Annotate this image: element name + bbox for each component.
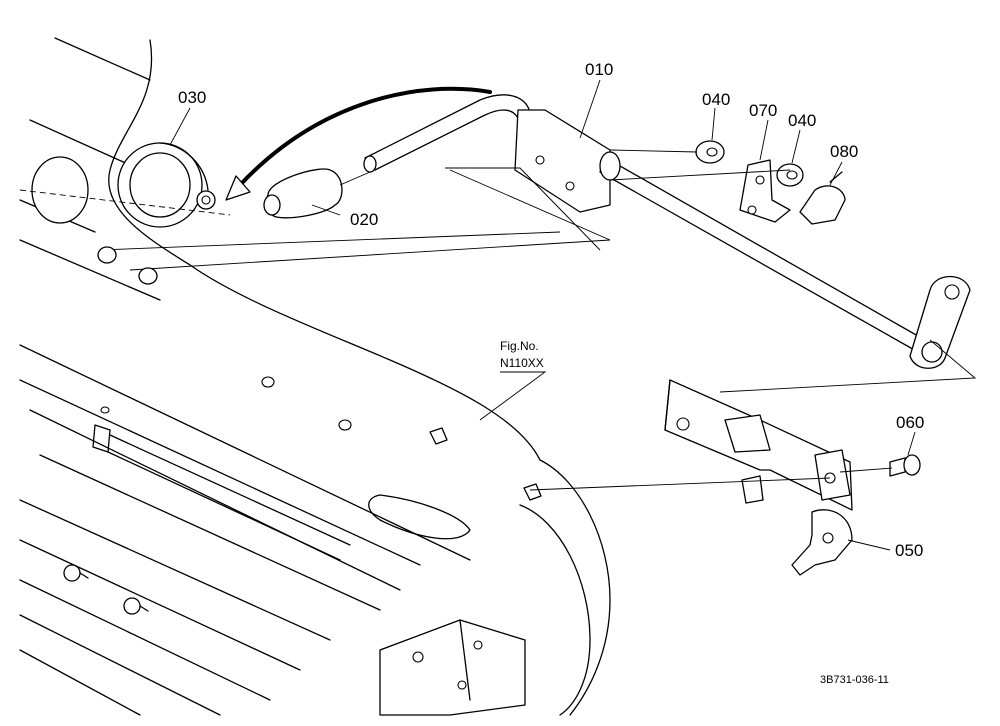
label-070: 070 xyxy=(749,101,777,120)
callout-labels: 010 020 030 040 070 040 080 060 050 Fig.… xyxy=(178,60,924,686)
part-040-washer-b xyxy=(776,163,804,187)
label-010: 010 xyxy=(585,60,613,79)
label-060: 060 xyxy=(896,413,924,432)
part-020-grip xyxy=(263,168,371,219)
label-050: 050 xyxy=(895,541,923,560)
rotation-arrow xyxy=(225,86,492,201)
label-020: 020 xyxy=(350,210,378,229)
assembly-guide-lines xyxy=(97,149,977,491)
chassis-panel xyxy=(19,37,611,716)
label-080: 080 xyxy=(830,142,858,161)
label-030: 030 xyxy=(178,88,206,107)
figure-label-line2: N110XX xyxy=(500,356,544,370)
label-040-a: 040 xyxy=(702,90,730,109)
leader-lines xyxy=(169,79,916,551)
part-080-clip xyxy=(799,171,846,225)
part-060-bolt xyxy=(889,454,921,477)
part-070-plate xyxy=(739,159,791,223)
label-040-b: 040 xyxy=(788,111,816,130)
part-050-bracket xyxy=(664,379,853,576)
part-030-bushing xyxy=(19,142,231,228)
part-040-washer-a xyxy=(695,140,725,164)
part-010-lever xyxy=(363,94,971,369)
drawing-reference: 3B731-036-11 xyxy=(820,674,889,686)
figure-label-line1: Fig.No. xyxy=(500,339,539,353)
